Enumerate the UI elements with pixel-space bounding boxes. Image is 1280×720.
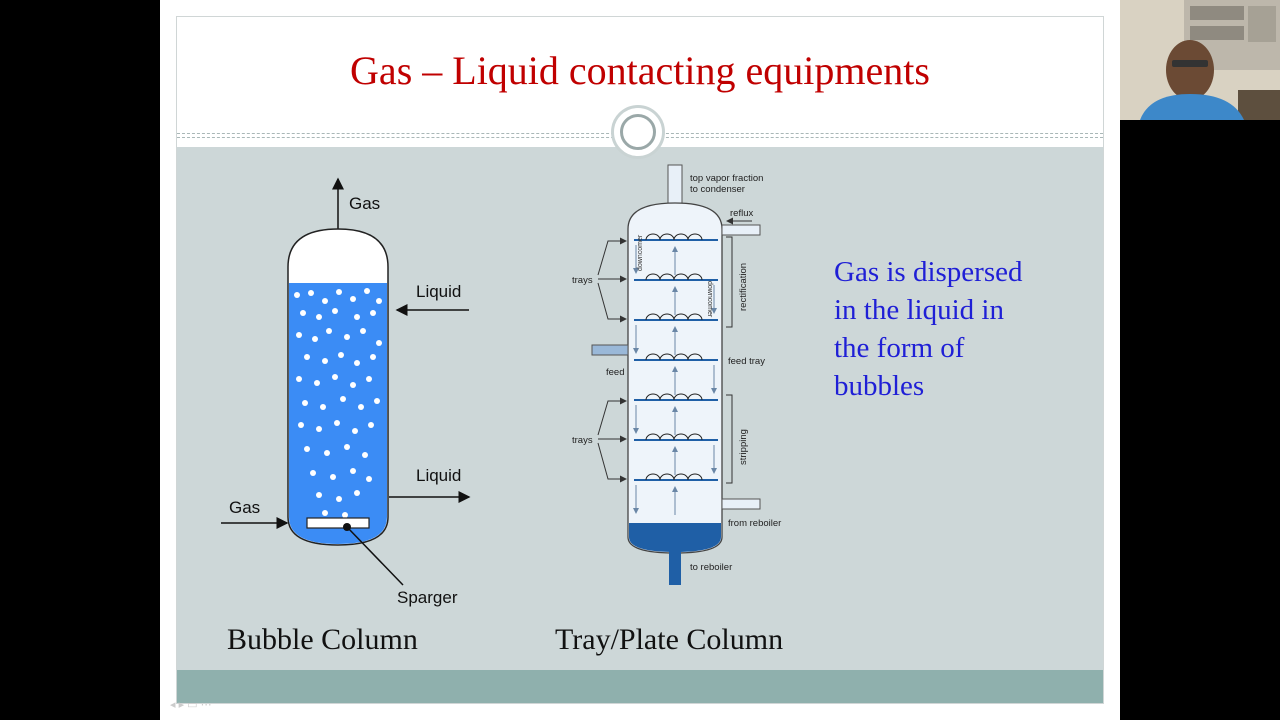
slide-title: Gas – Liquid contacting equipments [350,48,930,93]
reflux-label: reflux [730,208,753,219]
bubble-column-caption: Bubble Column [227,623,418,656]
trays-pointers-top [597,237,627,323]
top-vapor-label-line1: top vapor fraction [690,173,763,184]
downcomer-arrows [633,245,717,514]
trays-label-top: trays [572,275,593,286]
slide: Gas – Liquid contacting equipments Gas [176,16,1104,704]
liquid-in-label: Liquid [416,282,461,301]
rectification-label: rectification [738,263,749,311]
presentation-controls[interactable]: ◂ ▸ ▭ ⋯ [170,699,212,711]
rectification-bracket [726,236,733,328]
from-reboiler-label: from reboiler [728,518,781,529]
description-text: Gas is dispersed in the liquid in the fo… [834,253,1094,405]
downcomer-label-2: downcomer [706,281,713,318]
feed-tray-label: feed tray [728,356,765,367]
tray-column-caption: Tray/Plate Column [555,623,784,656]
stripping-bracket [726,394,733,484]
reboiler-liquid [629,523,721,552]
stripping-label: stripping [738,429,749,465]
ring-ornament-icon [611,105,665,159]
to-reboiler-label: to reboiler [690,562,732,573]
top-vapor-label-line2: to condenser [690,184,745,195]
trays-pointers-bottom [597,397,627,483]
bubbles [294,288,382,518]
presenter-webcam [1120,0,1280,120]
bubble-column-diagram: Gas Sparger [221,177,471,607]
sparger-pointer [346,526,404,586]
description-line-2: in the liquid in [834,294,1004,326]
gas-in-label: Gas [229,498,260,517]
top-vapor-pipe [667,164,683,206]
sparger-plate [306,517,370,529]
liquid-out-label: Liquid [416,466,461,485]
gas-out-label: Gas [349,194,380,213]
liquid-fill [289,283,387,544]
description-line-3: the form of [834,332,965,364]
sparger-label: Sparger [397,588,458,607]
slide-footer-bar [177,670,1103,703]
feed-pipe [591,344,629,356]
bubble-caps [645,233,703,481]
trays-label-bottom: trays [572,435,593,446]
trays [634,239,718,481]
tray-column-diagram: top vapor fraction to condenser to reboi… [572,164,781,585]
presenter-video-frame [1120,0,1280,120]
bottom-outlet-pipe [669,549,681,585]
description-line-1: Gas is dispersed [834,256,1023,288]
reboiler-return-pipe [721,498,761,510]
reflux-pipe [721,224,761,236]
slide-area: Gas – Liquid contacting equipments Gas [160,0,1120,720]
description-line-4: bubbles [834,370,925,402]
downcomer-label-1: downcomer [637,234,644,271]
feed-label: feed [606,367,625,378]
